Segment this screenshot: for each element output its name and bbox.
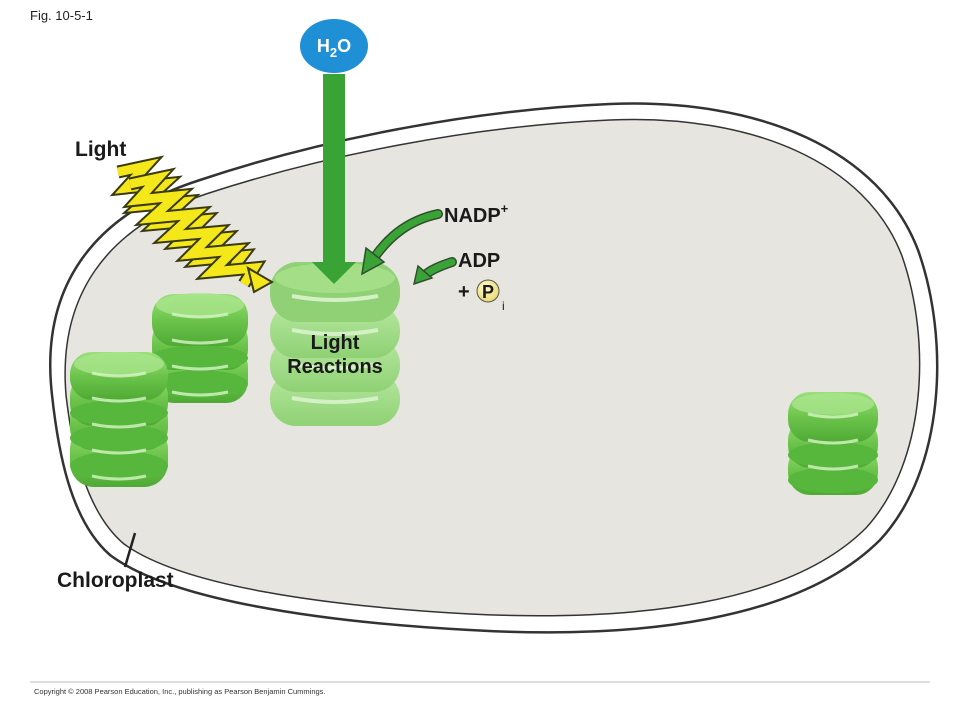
phosphate-subscript: i: [502, 299, 505, 313]
adp-label: ADP: [458, 250, 500, 272]
phosphate-icon: P i: [476, 279, 505, 313]
phosphate-label: P: [482, 282, 494, 302]
granum-center: Light Reactions: [270, 262, 400, 426]
figure-label: Fig. 10-5-1: [30, 8, 93, 23]
water-arrowhead: [312, 262, 356, 284]
nadp-arrow: [361, 209, 443, 276]
light-bolt-icon: [109, 155, 275, 294]
water-label: H2O: [317, 36, 351, 60]
light-reactions-label-line2: Reactions: [287, 356, 383, 378]
light-label: Light: [75, 138, 126, 161]
nadp-label: NADP+: [444, 201, 509, 227]
plus-sign: +: [458, 281, 470, 303]
water-input: H2O: [300, 19, 368, 284]
granum-left-front: [70, 352, 168, 487]
adp-arrow: [412, 257, 457, 286]
granum-left-back: [152, 293, 248, 403]
water-badge: [300, 19, 368, 73]
chloroplast-label: Chloroplast: [57, 569, 174, 592]
chloroplast-envelope: [49, 102, 939, 634]
granum-right: [788, 392, 878, 495]
copyright-text: Copyright © 2008 Pearson Education, Inc.…: [34, 687, 326, 696]
light-reactions-label-line1: Light: [311, 332, 360, 354]
chloroplast-leader: [123, 532, 137, 568]
